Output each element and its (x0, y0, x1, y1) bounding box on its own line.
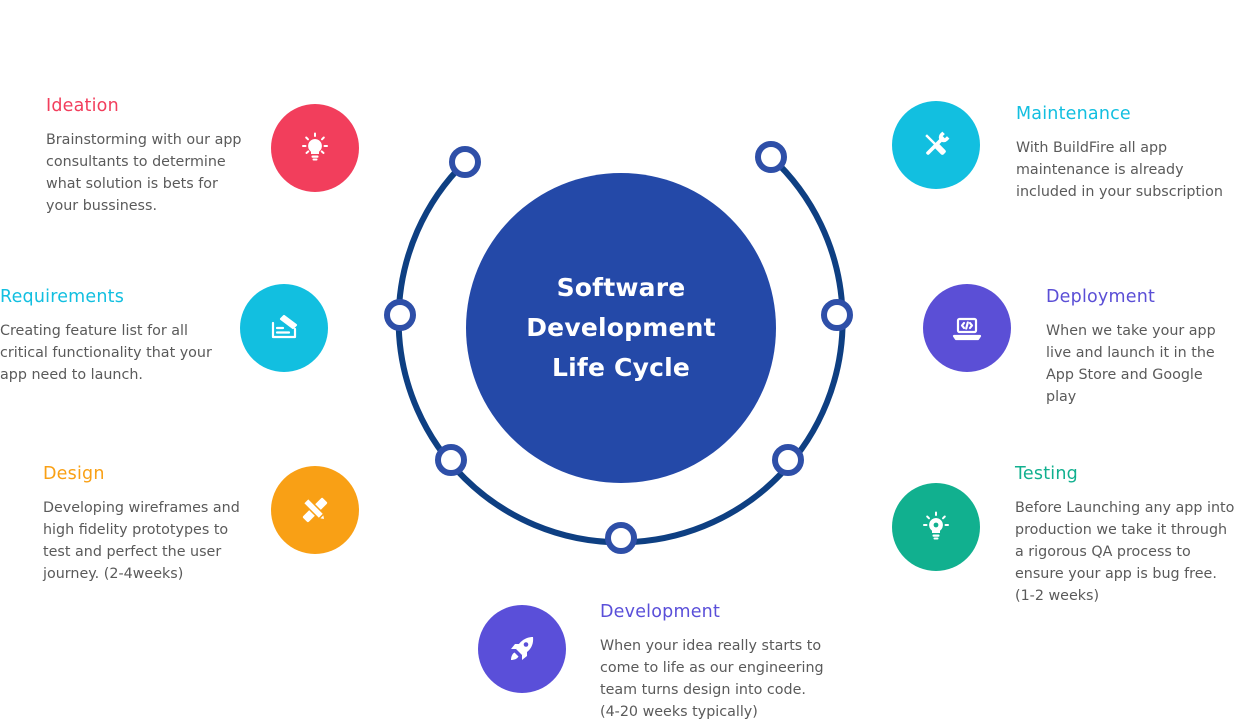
ring-nodes (384, 141, 853, 554)
checklist-icon (271, 314, 298, 339)
wrench-screwdriver-icon (925, 131, 950, 155)
stage-title-testing: Testing (1015, 464, 1078, 484)
rocket-icon (511, 637, 534, 660)
stage-title-requirements: Requirements (0, 287, 125, 307)
diagram-title: Software Development Life Cycle (526, 273, 716, 382)
ring-node-design (435, 444, 467, 476)
stage-description-design: Developing wireframes and high fidelity … (43, 500, 240, 582)
stage-title-deployment: Deployment (1046, 287, 1156, 307)
ideation-icon-badge (271, 104, 359, 192)
stage-title-design: Design (43, 464, 105, 484)
requirements-icon-badge (240, 284, 328, 372)
laptop-code-icon (952, 317, 982, 341)
stage-description-development: When your idea really starts to come to … (600, 638, 824, 720)
bulb-gear-icon (923, 511, 949, 540)
ring-node-deployment (821, 299, 853, 331)
development-icon-badge (478, 605, 566, 693)
pencil-ruler-icon (302, 497, 328, 523)
lightbulb-icon (302, 132, 328, 161)
maintenance-icon-badge (892, 101, 980, 189)
ring-node-testing (772, 444, 804, 476)
stage-description-deployment: When we take your app live and launch it… (1046, 323, 1216, 405)
center-circle (466, 173, 776, 483)
stage-description-maintenance: With BuildFire all app maintenance is al… (1016, 140, 1223, 200)
stage-description-testing: Before Launching any app into production… (1015, 500, 1235, 604)
testing-icon-badge (892, 483, 980, 571)
ring-node-ideation (449, 146, 481, 178)
ring-node-requirements (384, 299, 416, 331)
stage-description-requirements: Creating feature list for all critical f… (0, 323, 212, 383)
stage-title-ideation: Ideation (46, 96, 119, 116)
design-icon-badge (271, 466, 359, 554)
stage-title-maintenance: Maintenance (1016, 104, 1131, 124)
stage-description-ideation: Brainstorming with our app consultants t… (46, 132, 242, 214)
ring-node-maintenance (755, 141, 787, 173)
deployment-icon-badge (923, 284, 1011, 372)
stage-title-development: Development (600, 602, 721, 622)
ring-node-development (605, 522, 637, 554)
